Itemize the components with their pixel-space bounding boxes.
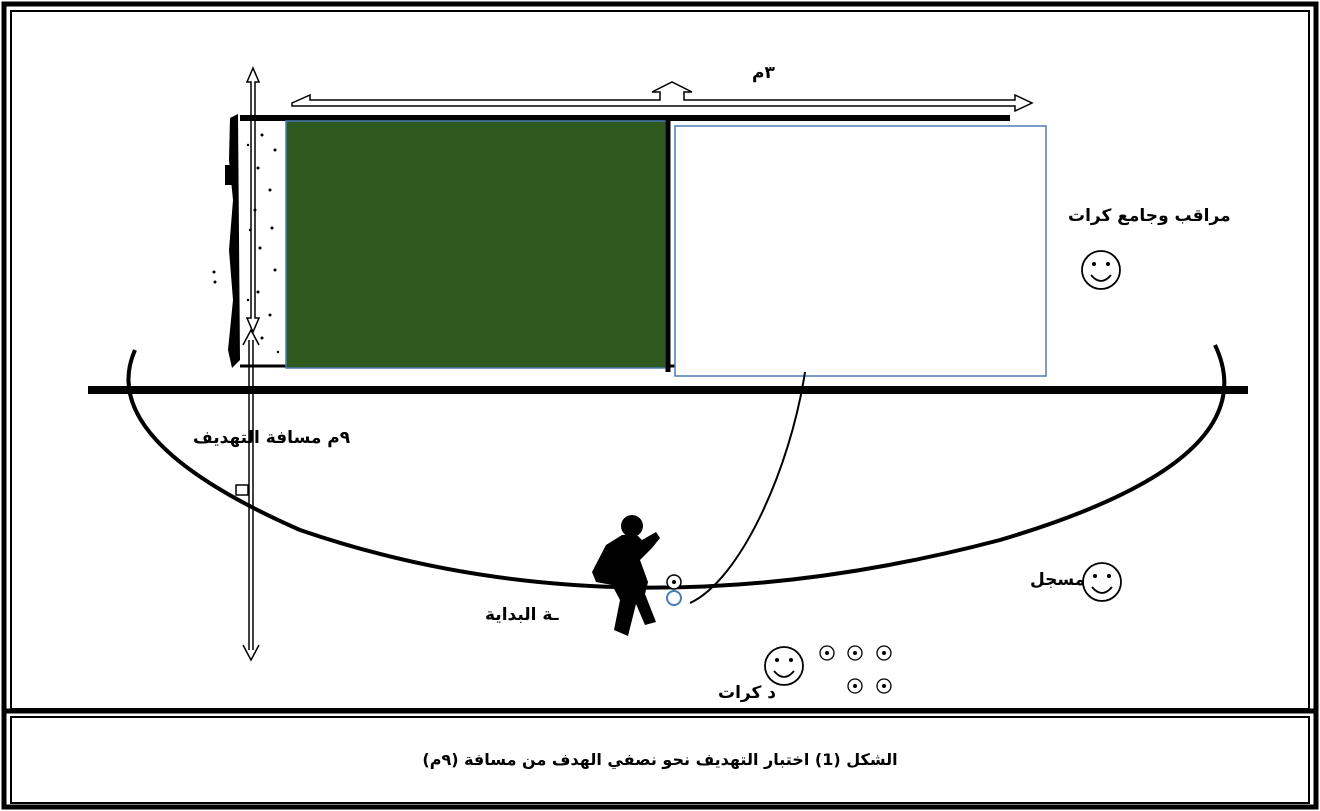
recorder-face-icon — [1083, 563, 1121, 601]
figure-caption: الشكل (1) اختبار التهديف نحو نصفي الهدف … — [10, 712, 1310, 807]
target-left-half — [286, 121, 666, 368]
distance-label: ٩م مسافة التهديف — [193, 428, 350, 448]
start-label: ـة البداية — [485, 605, 559, 625]
shooting-arc — [128, 345, 1224, 588]
width-label: ٣م — [752, 63, 775, 83]
ball-feeder-face-icon — [765, 647, 803, 685]
distance-arrow — [236, 330, 259, 660]
recorder-label: مسجل — [1030, 570, 1085, 590]
player-silhouette — [592, 515, 660, 636]
caption-text: الشكل (1) اختبار التهديف نحو نصفي الهدف … — [422, 750, 897, 769]
target-right-half — [675, 126, 1046, 376]
ball-start — [667, 575, 681, 605]
observer-face-icon — [1082, 251, 1120, 289]
shot-trajectory — [690, 372, 805, 603]
observer-label: مراقب وجامع كرات — [1068, 206, 1231, 226]
width-arrow — [292, 82, 1032, 111]
ball-feeder-label: د كرات — [718, 683, 776, 703]
